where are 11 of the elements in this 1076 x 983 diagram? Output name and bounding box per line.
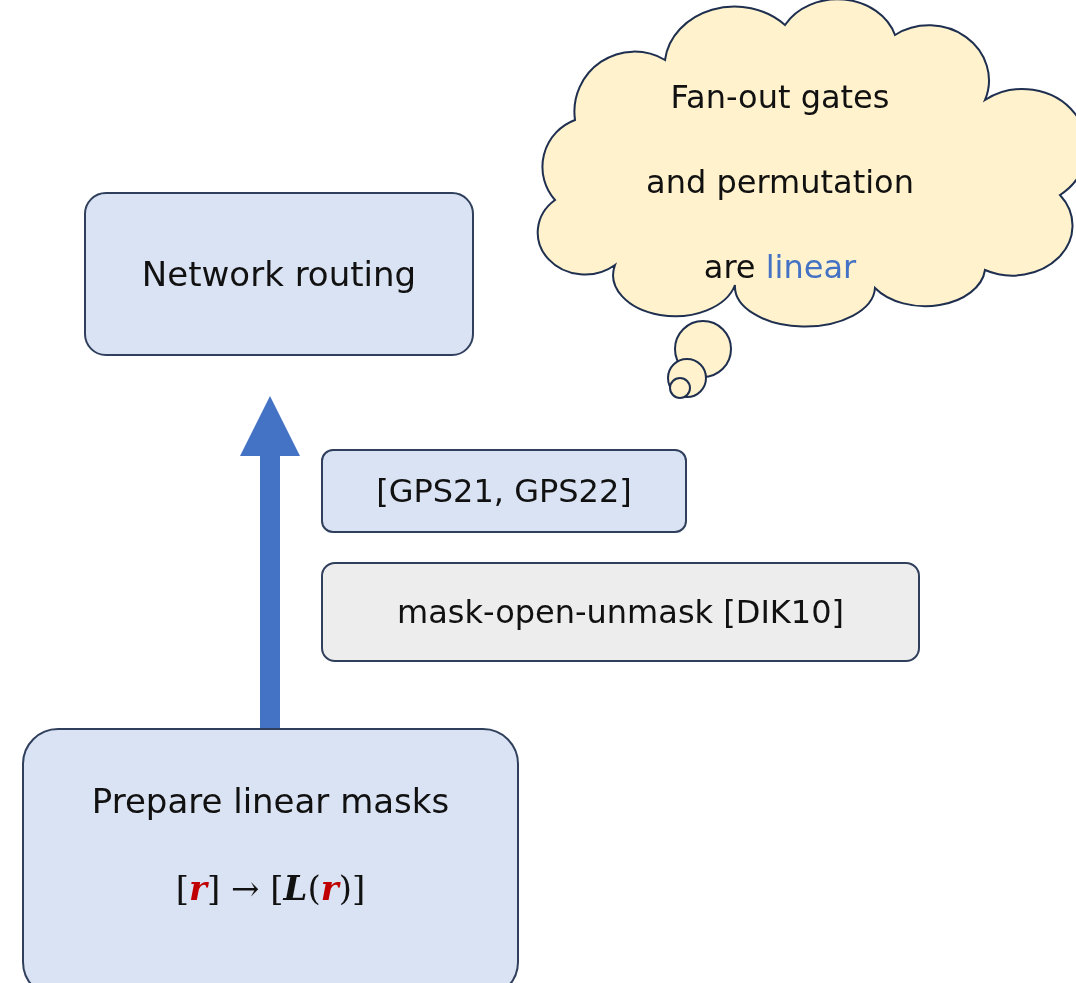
cloud-text: Fan-out gates and permutation are linear: [645, 77, 915, 288]
box-label: [GPS21, GPS22]: [376, 471, 632, 511]
process-box: [321, 449, 687, 533]
process-box: [321, 562, 920, 662]
box-label: Prepare linear masks: [91, 780, 450, 823]
formula: [r] → [L(r)]: [175, 866, 366, 909]
arrow: [240, 396, 300, 728]
box-label: Network routing: [141, 252, 417, 296]
box-label: mask-open-unmask [DIK10]: [397, 592, 844, 632]
process-box: [22, 728, 519, 983]
process-box: [84, 192, 474, 356]
